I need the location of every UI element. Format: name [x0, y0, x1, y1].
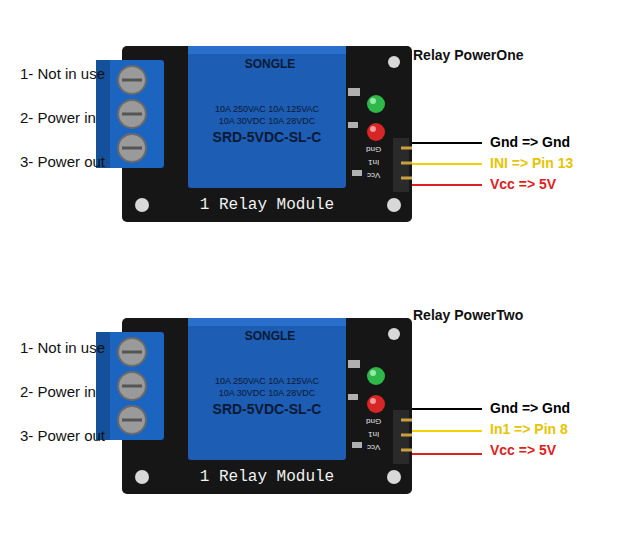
pin-name: Vcc: [367, 171, 380, 180]
pin-name: In1: [368, 158, 379, 167]
relay-rating: 10A 250VAC 10A 125VAC: [215, 376, 319, 386]
pin-connection: In1 => Pin 8: [490, 421, 568, 437]
module-title: Relay PowerTwo: [413, 307, 523, 323]
pin-connection: Vcc => 5V: [490, 176, 556, 192]
pin-connection: Gnd => Gnd: [490, 134, 570, 150]
terminal-callout: 3- Power out: [20, 427, 105, 444]
relay-brand: SONGLE: [245, 330, 296, 344]
relay-rating: 10A 250VAC 10A 125VAC: [215, 104, 319, 114]
pin-connection: Vcc => 5V: [490, 442, 556, 458]
pin-connection: INI => Pin 13: [490, 155, 573, 171]
terminal-callout: 1- Not in use: [20, 339, 105, 356]
pin-name: Vcc: [367, 443, 380, 452]
terminal-callout: 3- Power out: [20, 153, 105, 170]
pin-name: Gnd: [366, 145, 381, 154]
pin-name: In1: [368, 430, 379, 439]
relay-rating: 10A 30VDC 10A 28VDC: [219, 116, 316, 126]
board-name: 1 Relay Module: [200, 468, 334, 486]
pin-connection: Gnd => Gnd: [490, 400, 570, 416]
relay-brand: SONGLE: [245, 58, 296, 72]
pin-name: Gnd: [366, 417, 381, 426]
terminal-callout: 1- Not in use: [20, 65, 105, 82]
relay-rating: 10A 30VDC 10A 28VDC: [219, 388, 316, 398]
module-title: Relay PowerOne: [413, 47, 524, 63]
relay-model: SRD-5VDC-SL-C: [213, 401, 322, 417]
terminal-callout: 2- Power in: [20, 383, 96, 400]
board-name: 1 Relay Module: [200, 196, 334, 214]
relay-model: SRD-5VDC-SL-C: [213, 129, 322, 145]
terminal-callout: 2- Power in: [20, 109, 96, 126]
